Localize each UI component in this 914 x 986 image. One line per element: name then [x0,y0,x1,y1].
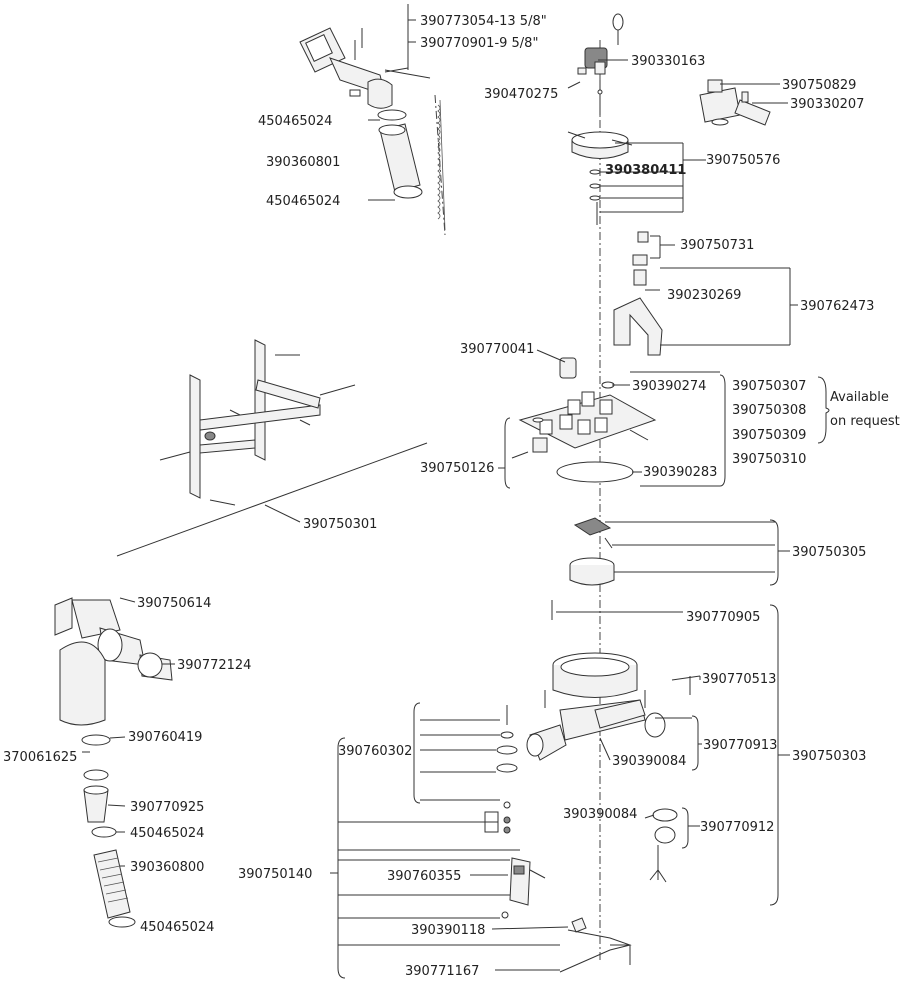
chain-axis [434,94,446,236]
label-390390118: 390390118 [411,923,485,938]
label-390390084-b: 390390084 [563,807,637,822]
label-390770513: 390770513 [702,672,776,687]
label-390470275: 390470275 [484,87,558,102]
label-390762473: 390762473 [800,299,874,314]
leader-lines [82,4,830,979]
label-390330163: 390330163 [631,54,705,69]
label-390750140: 390750140 [238,867,312,882]
lower-fasteners [496,705,678,883]
label-390760419: 390760419 [128,730,202,745]
label-390360800: 390360800 [130,860,204,875]
part-labels: 390773054-13 5/8" 390770901-9 5/8" 45046… [3,14,900,979]
label-390771167: 390771167 [405,964,479,979]
label-390770041: 390770041 [460,342,534,357]
label-370061625: 370061625 [3,750,77,765]
label-390750308: 390750308 [732,403,806,418]
label-on-request: on request [830,414,900,429]
label-390770901: 390770901-9 5/8" [420,36,538,51]
filter-drum [569,517,615,586]
pilot-assembly [613,231,663,356]
label-390772124: 390772124 [177,658,251,673]
label-390390274: 390390274 [632,379,706,394]
draft-hood-assembly [54,597,173,928]
label-390380411: 390380411 [605,163,686,178]
label-450465024-left: 450465024 [130,826,204,841]
wall-bracket [116,339,428,557]
label-390230269: 390230269 [667,288,741,303]
valve-assembly [567,13,633,225]
label-390750310: 390750310 [732,452,806,467]
burner-base [526,600,701,761]
label-390390283: 390390283 [643,465,717,480]
label-390750309: 390750309 [732,428,806,443]
label-390770913: 390770913 [703,738,777,753]
label-390750303: 390750303 [792,749,866,764]
label-390770912: 390770912 [700,820,774,835]
label-390770905: 390770905 [686,610,760,625]
label-390360801: 390360801 [266,155,340,170]
label-450465024-top: 450465024 [258,114,332,129]
label-390750576: 390750576 [706,153,780,168]
thermocouple-bracket [501,857,632,973]
label-390760355: 390760355 [387,869,461,884]
side-valve-assembly [699,79,771,126]
label-450465024-bottom: 450465024 [140,920,214,935]
label-390750307: 390750307 [732,379,806,394]
label-390750301: 390750301 [303,517,377,532]
label-450465024-mid: 450465024 [266,194,340,209]
label-390750305: 390750305 [792,545,866,560]
label-390330207: 390330207 [790,97,864,112]
label-available: Available [830,390,889,405]
label-390390084-a: 390390084 [612,754,686,769]
label-390760302: 390760302 [338,744,412,759]
label-390773054: 390773054-13 5/8" [420,14,547,29]
label-390750126: 390750126 [420,461,494,476]
burner-head [511,357,657,483]
label-390770925: 390770925 [130,800,204,815]
label-390750829: 390750829 [782,78,856,93]
exhaust-adapter-assembly [299,27,446,231]
label-390750614: 390750614 [137,596,211,611]
label-390750731: 390750731 [680,238,754,253]
